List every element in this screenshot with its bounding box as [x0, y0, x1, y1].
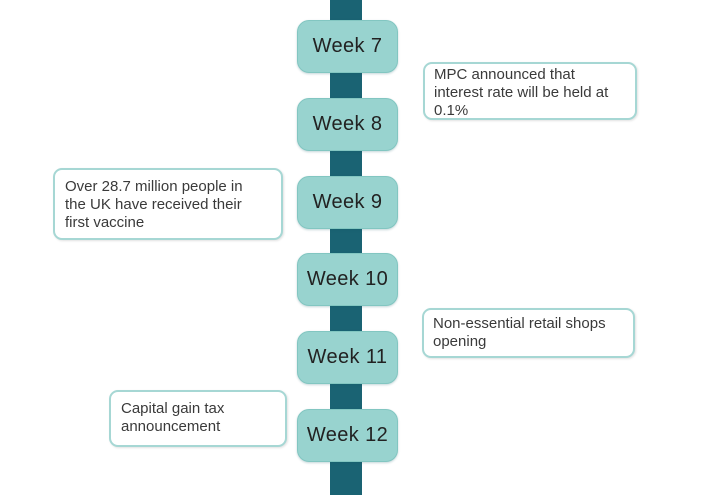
week-label: Week 12 [306, 424, 389, 446]
week-label: Week 7 [312, 35, 383, 57]
week-label: Week 10 [306, 268, 389, 290]
week-node-12: Week 12 [297, 409, 398, 462]
week-node-11: Week 11 [297, 331, 398, 384]
week-label: Week 8 [312, 113, 383, 135]
note-vaccine-milestone: Over 28.7 million people in the UK have … [53, 168, 283, 240]
week-label: Week 11 [307, 346, 388, 368]
note-text: MPC announced that interest rate will be… [434, 66, 609, 119]
week-node-10: Week 10 [297, 253, 398, 306]
week-node-7: Week 7 [297, 20, 398, 73]
week-node-8: Week 8 [297, 98, 398, 151]
note-retail-opening: Non-essential retail shops opening [422, 308, 635, 358]
note-text: Over 28.7 million people in the UK have … [65, 178, 243, 231]
note-mpc-interest-rate: MPC announced that interest rate will be… [423, 62, 637, 120]
note-text: Non-essential retail shops opening [433, 315, 606, 350]
week-label: Week 9 [312, 191, 383, 213]
week-node-9: Week 9 [297, 176, 398, 229]
note-text: Capital gain tax announcement [121, 400, 225, 435]
note-capital-gain-tax: Capital gain tax announcement [109, 390, 287, 447]
